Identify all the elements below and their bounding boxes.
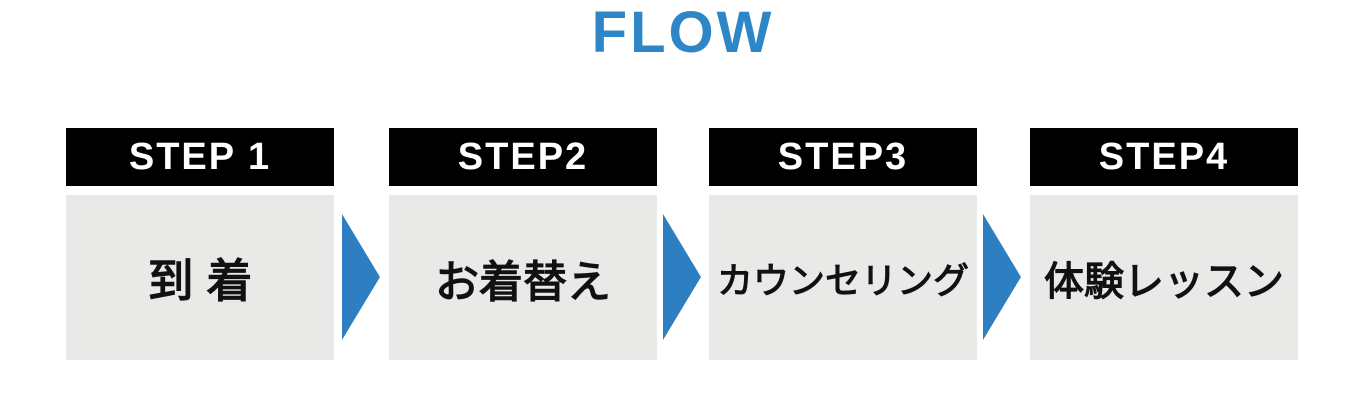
step-2-header: STEP2 xyxy=(389,128,657,186)
step-4-column: STEP4 体験レッスン xyxy=(1030,128,1298,360)
step-4-header: STEP4 xyxy=(1030,128,1298,186)
step-3-description: カウンセリング xyxy=(709,195,977,360)
arrow-right-icon xyxy=(663,214,701,340)
arrow-right-icon xyxy=(342,214,380,340)
arrow-right-icon xyxy=(983,214,1021,340)
step-1-description: 到 着 xyxy=(66,195,334,360)
page-title: FLOW xyxy=(591,0,775,65)
step-3-header: STEP3 xyxy=(709,128,977,186)
step-2-column: STEP2 お着替え xyxy=(389,128,657,360)
step-4-description: 体験レッスン xyxy=(1030,195,1298,360)
step-1-column: STEP 1 到 着 xyxy=(66,128,334,360)
step-2-description: お着替え xyxy=(389,195,657,360)
step-1-header: STEP 1 xyxy=(66,128,334,186)
step-3-column: STEP3 カウンセリング xyxy=(709,128,977,360)
